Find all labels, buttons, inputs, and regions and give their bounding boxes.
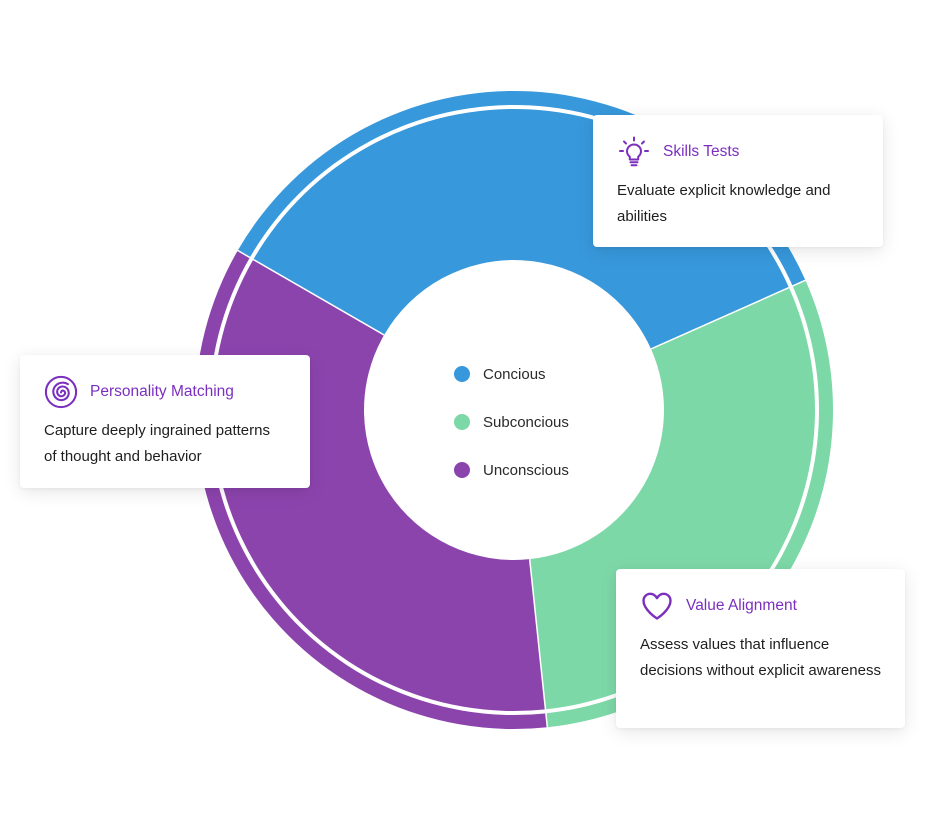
- ring-unconscious: [194, 250, 548, 729]
- legend-label-subconcious: Subconcious: [483, 413, 569, 431]
- value-alignment-card: Value Alignment Assess values that influ…: [616, 569, 905, 728]
- personality-matching-card-header: Personality Matching: [44, 375, 286, 409]
- legend-item-concious: Concious: [454, 364, 569, 384]
- skills-tests-card-header: Skills Tests: [617, 135, 859, 169]
- value-alignment-card-header: Value Alignment: [640, 589, 881, 623]
- legend-item-unconscious: Unconscious: [454, 460, 569, 480]
- value-alignment-title: Value Alignment: [686, 597, 797, 614]
- skills-tests-title: Skills Tests: [663, 143, 740, 160]
- skills-tests-card: Skills Tests Evaluate explicit knowledge…: [593, 115, 883, 247]
- legend-item-subconcious: Subconcious: [454, 412, 569, 432]
- lightbulb-icon: [617, 135, 651, 169]
- segment-separator: [528, 559, 549, 730]
- personality-matching-card: Personality Matching Capture deeply ingr…: [20, 355, 310, 488]
- legend-dot-concious: [454, 366, 470, 382]
- legend-dot-subconcious: [454, 414, 470, 430]
- legend-dot-unconscious: [454, 462, 470, 478]
- value-alignment-description: Assess values that influence decisions w…: [640, 636, 881, 679]
- legend-label-concious: Concious: [483, 365, 546, 383]
- legend-label-unconscious: Unconscious: [483, 461, 569, 479]
- spiral-icon: [44, 375, 78, 409]
- segment-separator: [235, 248, 385, 336]
- skills-tests-description: Evaluate explicit knowledge and abilitie…: [617, 182, 831, 225]
- personality-matching-title: Personality Matching: [90, 383, 234, 400]
- personality-matching-description: Capture deeply ingrained patterns of tho…: [44, 422, 270, 465]
- segment-separator: [650, 278, 808, 350]
- heart-icon: [640, 589, 674, 623]
- chart-legend: Concious Subconcious Unconscious: [454, 364, 569, 480]
